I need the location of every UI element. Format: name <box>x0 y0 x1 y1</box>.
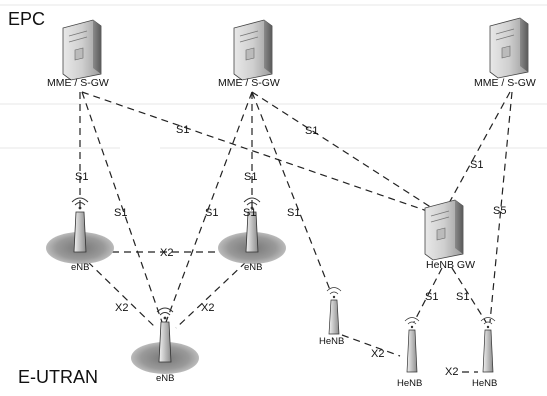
iface-label-s1: S1 <box>205 207 218 219</box>
henb-tower-icon <box>404 317 420 373</box>
link-x2-henb1-henb2 <box>341 334 401 357</box>
iface-label-s1: S1 <box>287 207 300 219</box>
node-label-enb1: eNB <box>71 262 89 273</box>
enb-tower-icon <box>46 197 114 264</box>
iface-label-s1: S1 <box>305 125 318 137</box>
node-label-henb1: HeNB <box>319 336 344 347</box>
iface-label-s1: S1 <box>114 207 127 219</box>
iface-label-s1: S1 <box>75 171 88 183</box>
iface-label-x2: X2 <box>160 247 173 259</box>
node-label-enb2: eNB <box>244 262 262 273</box>
node-label-enb3: eNB <box>156 373 174 384</box>
node-label-mme3: MME / S-GW <box>474 77 536 89</box>
link-mme1-henbgw <box>81 91 431 213</box>
server-icon <box>62 19 102 81</box>
link-mme2-enb3 <box>165 91 253 323</box>
links <box>79 91 513 373</box>
iface-label-s1: S1 <box>176 124 189 136</box>
server-icon <box>489 17 529 79</box>
server-icon <box>233 19 273 81</box>
node-label-mme1: MME / S-GW <box>47 77 109 89</box>
link-henbgw-henb2 <box>413 267 443 323</box>
node-label-henb2: HeNB <box>397 378 422 389</box>
link-mme3-henbgw <box>447 91 511 206</box>
link-henbgw-henb3 <box>451 267 487 323</box>
node-label-henb3: HeNB <box>472 378 497 389</box>
link-mme1-enb3 <box>81 91 163 323</box>
node-label-mme2: MME / S-GW <box>218 77 280 89</box>
iface-label-s1: S1 <box>456 291 469 303</box>
scan-artifacts <box>0 4 547 149</box>
iface-label-x2: X2 <box>201 302 214 314</box>
iface-label-x2: X2 <box>115 302 128 314</box>
iface-label-s1: S1 <box>244 171 257 183</box>
link-x2-enb2-enb3 <box>175 261 247 329</box>
henb-tower-icon <box>326 287 342 335</box>
link-mme3-henb3 <box>489 91 513 323</box>
server-icon <box>424 199 464 261</box>
labels: EPC E-UTRAN MME / S-GW MME / S-GW MME / … <box>8 9 536 389</box>
iface-label-x2: X2 <box>371 348 384 360</box>
iface-label-x2: X2 <box>445 366 458 378</box>
henb-tower-icon <box>480 317 496 373</box>
enb-tower-icon <box>218 197 286 264</box>
region-label-epc: EPC <box>8 9 45 29</box>
iface-label-s1: S1 <box>425 291 438 303</box>
enb-tower-icon <box>131 307 199 374</box>
iface-label-s1: S1 <box>470 159 483 171</box>
iface-label-s1: S1 <box>243 207 256 219</box>
region-label-eutran: E-UTRAN <box>18 367 98 387</box>
node-label-henb-gw: HeNB GW <box>426 259 475 271</box>
link-mme2-henbgw <box>251 91 433 209</box>
iface-label-s5: S5 <box>493 205 506 217</box>
link-x2-enb1-enb3 <box>87 261 157 329</box>
